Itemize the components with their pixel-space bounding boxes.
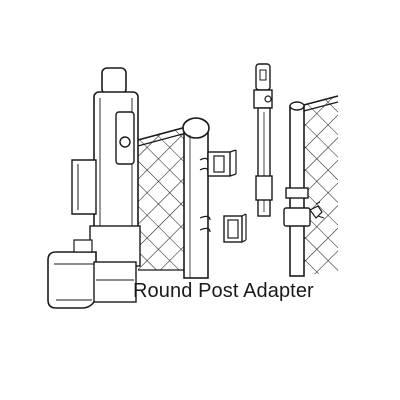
right-gate-post bbox=[283, 101, 325, 277]
round-post-adapter-clamps bbox=[199, 149, 247, 243]
round-fence-post bbox=[182, 117, 210, 279]
latch-bar bbox=[253, 63, 273, 217]
caption: Round Post Adapter bbox=[133, 280, 314, 302]
gate-latch-assembly bbox=[47, 67, 141, 309]
right-fence-panel bbox=[296, 95, 339, 276]
